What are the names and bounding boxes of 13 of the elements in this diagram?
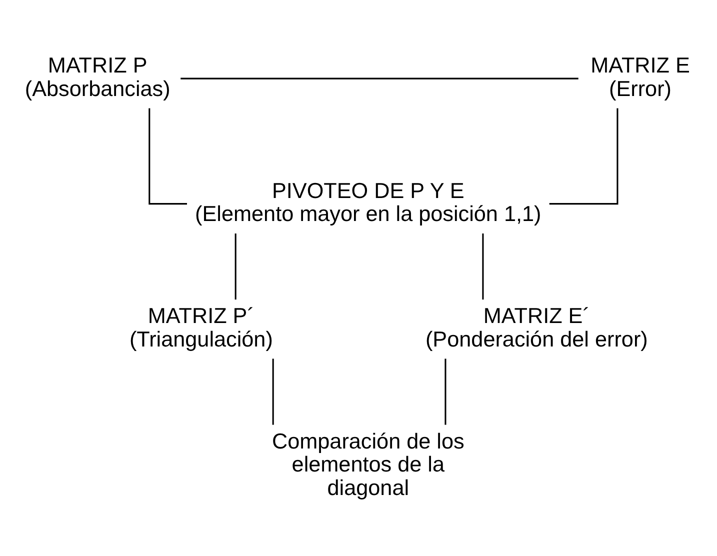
connector	[272, 358, 274, 425]
node-text: MATRIZ E (Error)	[590, 52, 690, 101]
connector	[444, 358, 446, 425]
node-text: Comparación de los elementos de la diagonal	[272, 428, 464, 500]
node-text: PIVOTEO DE P Y E (Elemento mayor en la posición 1,1)	[195, 178, 542, 226]
connector	[549, 108, 618, 205]
connector	[234, 233, 236, 300]
node-text: MATRIZ P (Absorbancias)	[24, 52, 170, 101]
connector	[482, 233, 484, 300]
connector	[148, 108, 187, 205]
node-text: MATRIZ E´ (Ponderación del error)	[425, 303, 648, 352]
node-text: MATRIZ P´ (Triangulación)	[129, 303, 273, 352]
connector	[180, 78, 578, 80]
